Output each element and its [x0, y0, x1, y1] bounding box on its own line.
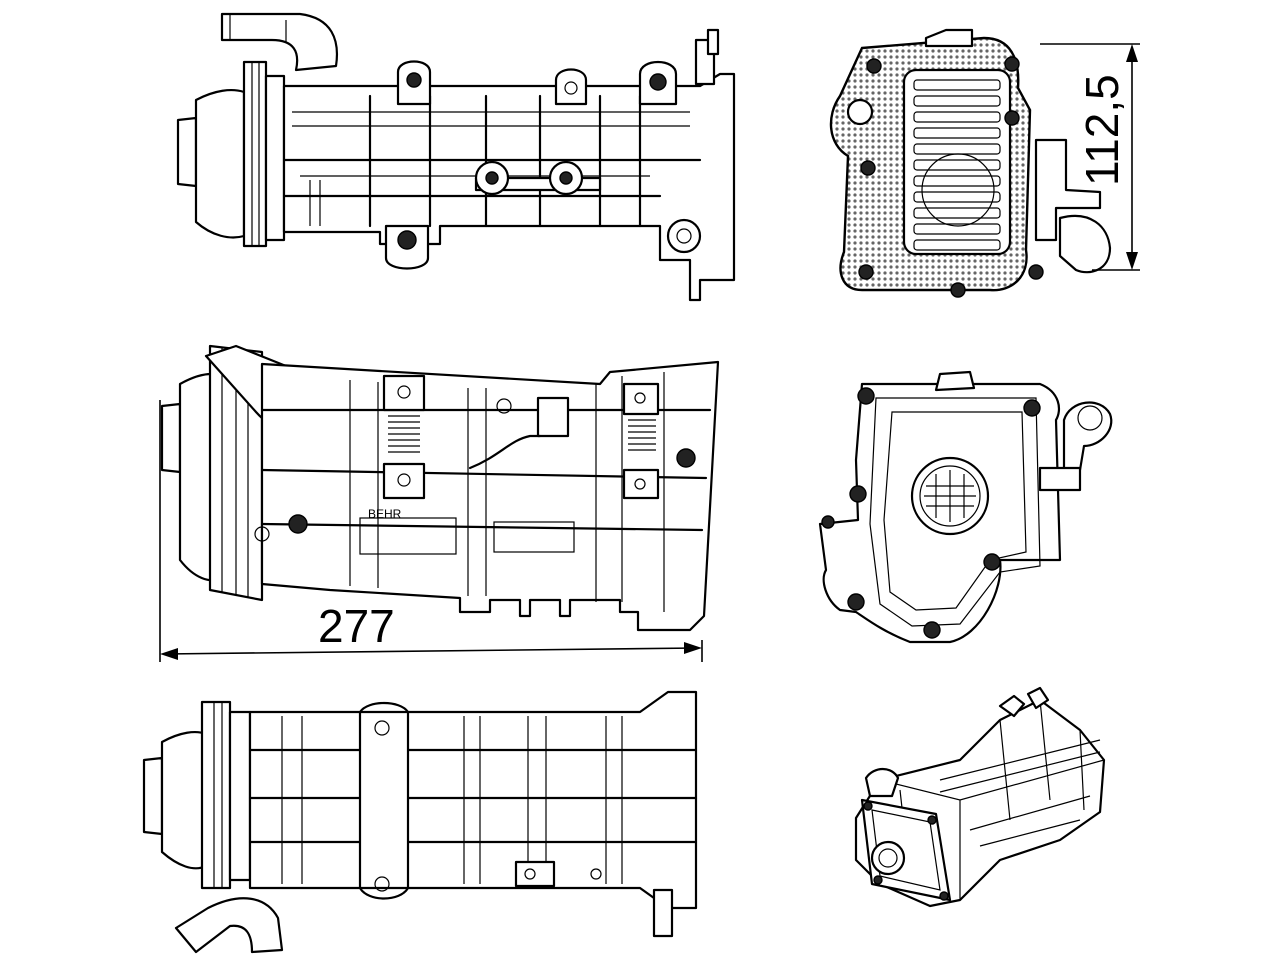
mounting-boss-3 [638, 61, 678, 106]
isometric-view [854, 686, 1106, 908]
end-view-flange [818, 370, 1113, 644]
bottom-view [142, 690, 698, 954]
dimension-length: 277 [159, 400, 703, 662]
top-view [176, 12, 736, 302]
dimension-height: 112,5 [1040, 43, 1140, 271]
mounting-boss-4 [384, 224, 430, 270]
part-marking: BEHR [368, 507, 402, 521]
end-view-gasket [829, 28, 1112, 298]
length-dimension-label: 277 [318, 600, 395, 652]
mounting-boss-1 [396, 60, 432, 106]
height-dimension-label: 112,5 [1076, 74, 1128, 186]
mounting-boss-2 [554, 68, 588, 106]
front-view: BEHR [160, 344, 720, 632]
